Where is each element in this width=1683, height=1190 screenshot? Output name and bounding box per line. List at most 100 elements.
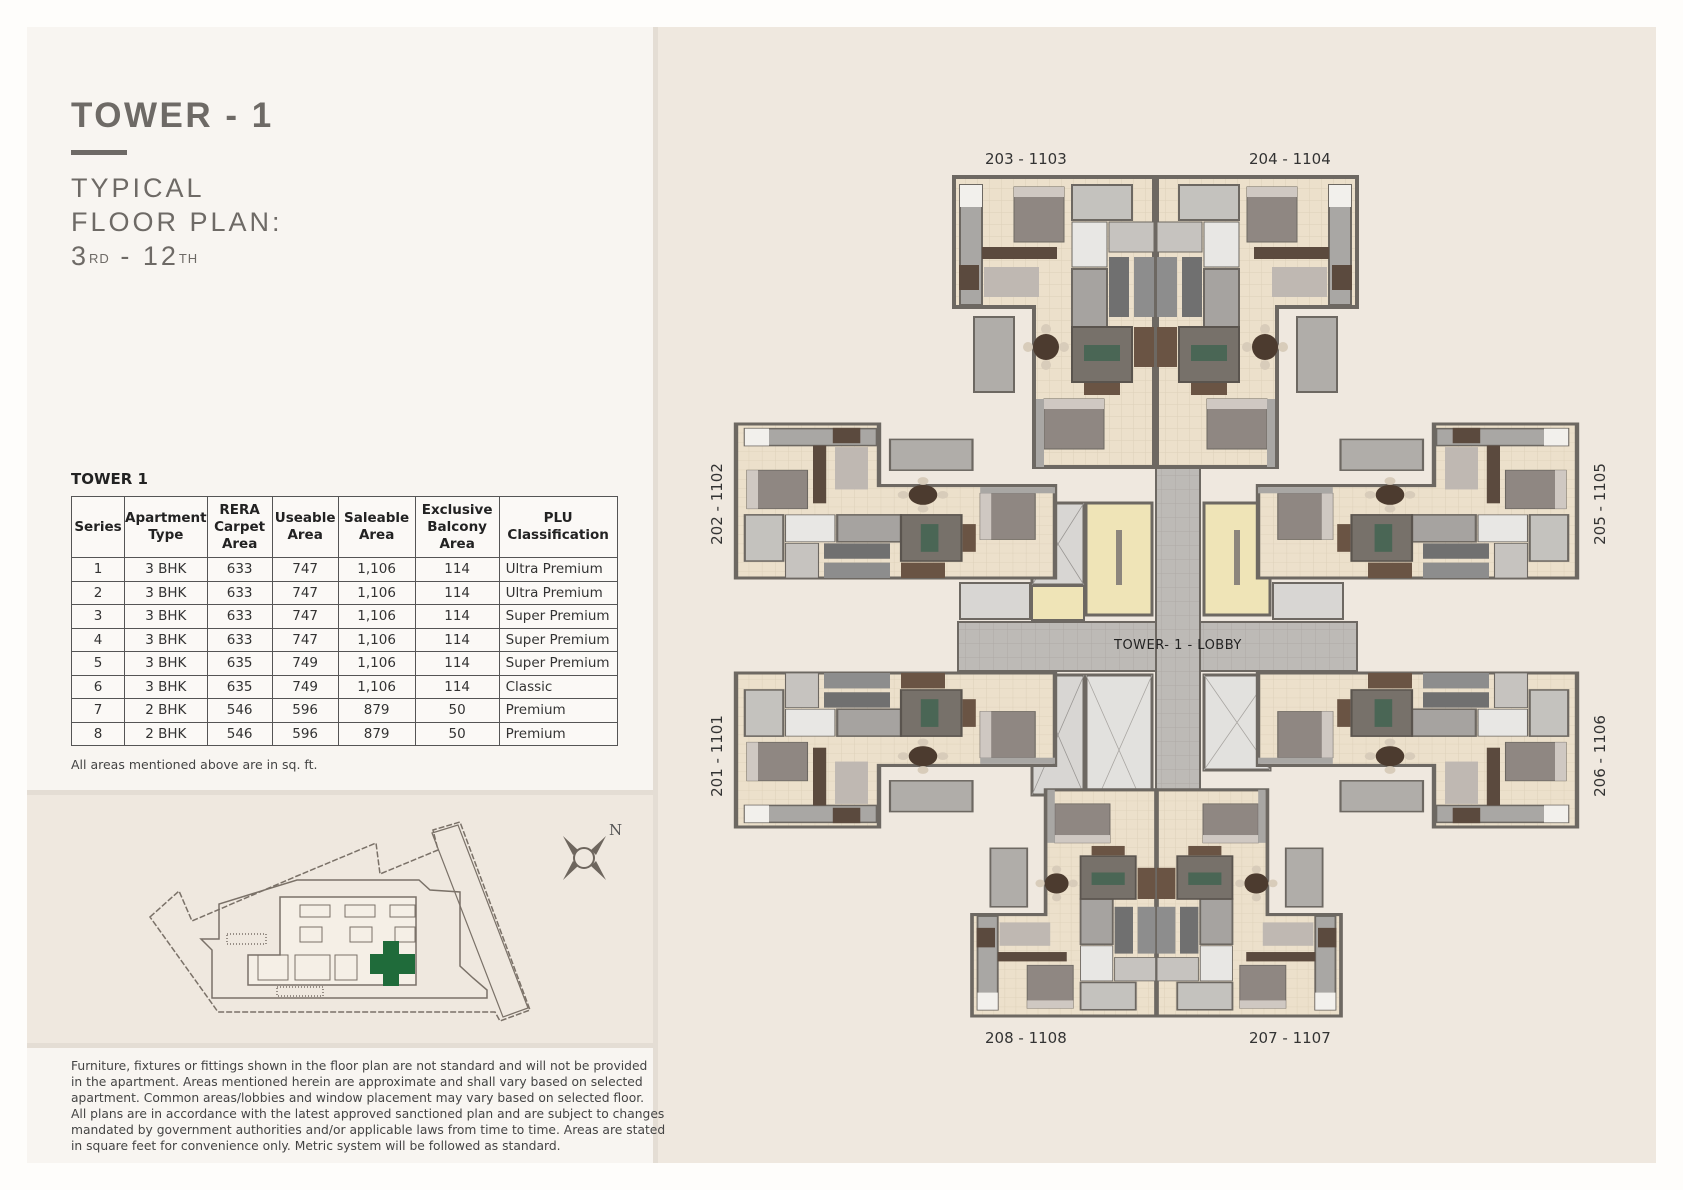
table-cell: 2 BHK <box>124 698 208 723</box>
floor-separator: - <box>109 241 143 271</box>
floor-range: 3RD - 12TH <box>71 239 198 273</box>
column-header: Useable Area <box>271 496 339 558</box>
parking-hatch <box>226 933 267 945</box>
unit-label-left-lower: 201 - 1101 <box>707 715 726 797</box>
unit-207-1107 <box>1155 787 1343 1018</box>
floor-from-suffix: RD <box>89 251 110 266</box>
unit-203-1103 <box>952 175 1156 469</box>
unit-label-top-right: 204 - 1104 <box>1249 150 1331 168</box>
disclaimer-panel <box>27 1048 653 1163</box>
column-header: Saleable Area <box>337 496 416 558</box>
fire-check-room <box>1031 585 1085 621</box>
table-cell: 747 <box>271 627 339 652</box>
tower-1-highlight <box>370 941 415 986</box>
table-cell: 5 <box>71 651 125 676</box>
title-underline <box>71 150 127 155</box>
table-cell: 879 <box>337 698 416 723</box>
unit-label-right-upper: 205 - 1105 <box>1590 463 1609 545</box>
table-cell: 3 BHK <box>124 651 208 676</box>
service-room <box>959 582 1031 620</box>
table-cell: Premium <box>498 698 618 723</box>
table-cell: 596 <box>271 698 339 723</box>
parking-hatch <box>276 986 324 997</box>
compass-north-label: N <box>609 821 623 839</box>
unit-206-1106 <box>1258 673 1577 827</box>
column-header: Series <box>71 496 125 558</box>
site-road <box>431 824 529 1018</box>
unit-208-1108 <box>970 787 1158 1018</box>
lobby-corridor-vertical <box>1155 399 1201 827</box>
unit-label-right-lower: 206 - 1106 <box>1590 715 1609 797</box>
building-outline <box>199 879 488 999</box>
column-header: Exclusive Balcony Area <box>414 496 500 558</box>
subtitle-line-2: FLOOR PLAN: <box>71 207 283 237</box>
table-cell: Super Premium <box>498 627 618 652</box>
disclaimer-text: Furniture, fixtures or fittings shown in… <box>71 1058 665 1154</box>
column-header: PLU Classification <box>498 496 618 558</box>
table-cell: 1,106 <box>337 627 416 652</box>
page-title: TOWER - 1 <box>71 96 274 135</box>
column-header: Apartment Type <box>124 496 208 558</box>
table-cell: Ultra Premium <box>498 580 618 605</box>
disclaimer-line: in the apartment. Areas mentioned herein… <box>71 1075 643 1089</box>
site-plan <box>148 821 531 1022</box>
disclaimer-line: Furniture, fixtures or fittings shown in… <box>71 1059 648 1073</box>
unit-202-1102 <box>736 424 1055 578</box>
table-cell: Ultra Premium <box>498 557 618 582</box>
table-cell: 1,106 <box>337 674 416 699</box>
disclaimer-line: mandated by government authorities and/o… <box>71 1123 666 1137</box>
unit-label-bottom-right: 207 - 1107 <box>1249 1029 1331 1047</box>
table-cell: 1 <box>71 557 125 582</box>
table-cell: 633 <box>206 604 273 629</box>
unit-label-top-left: 203 - 1103 <box>985 150 1067 168</box>
table-cell: Classic <box>498 674 618 699</box>
towers-outline <box>257 904 416 981</box>
unit-201-1101 <box>736 673 1055 827</box>
disclaimer-line: in square feet for convenience only. Met… <box>71 1139 561 1153</box>
table-note: All areas mentioned above are in sq. ft. <box>71 757 318 772</box>
table-cell: 8 <box>71 721 125 746</box>
disclaimer-line: apartment. Common areas/lobbies and wind… <box>71 1091 645 1105</box>
column-header: RERA Carpet Area <box>206 496 273 558</box>
divider <box>27 1043 653 1048</box>
stair-well <box>1116 530 1122 585</box>
disclaimer-line: All plans are in accordance with the lat… <box>71 1107 665 1121</box>
service-room <box>1272 582 1344 620</box>
floor-to-suffix: TH <box>178 251 199 266</box>
table-cell: 596 <box>271 721 339 746</box>
table-label: TOWER 1 <box>71 470 148 488</box>
floor-plan <box>736 175 1577 1018</box>
table-cell: 633 <box>206 557 273 582</box>
compass-icon <box>563 836 606 880</box>
unit-205-1105 <box>1258 424 1577 578</box>
subtitle-line-1: TYPICAL <box>71 173 205 203</box>
table-cell: 635 <box>206 651 273 676</box>
lobby-label: TOWER- 1 - LOBBY <box>1114 638 1242 653</box>
table-cell: 879 <box>337 721 416 746</box>
table-cell: 3 BHK <box>124 580 208 605</box>
table-cell: 546 <box>206 721 273 746</box>
unit-label-left-upper: 202 - 1102 <box>707 463 726 545</box>
floor-to: 12 <box>142 241 179 271</box>
table-cell: 3 BHK <box>124 627 208 652</box>
table-cell: 1,106 <box>337 557 416 582</box>
divider <box>27 790 653 795</box>
unit-204-1104 <box>1155 175 1359 469</box>
site-boundary <box>148 821 531 1022</box>
table-cell: 2 <box>71 580 125 605</box>
table-cell: 2 BHK <box>124 721 208 746</box>
unit-label-bottom-left: 208 - 1108 <box>985 1029 1067 1047</box>
table-cell: Super Premium <box>498 604 618 629</box>
panel-separator <box>653 27 658 1163</box>
table-cell: 114 <box>414 651 500 676</box>
floor-from: 3 <box>71 241 90 271</box>
